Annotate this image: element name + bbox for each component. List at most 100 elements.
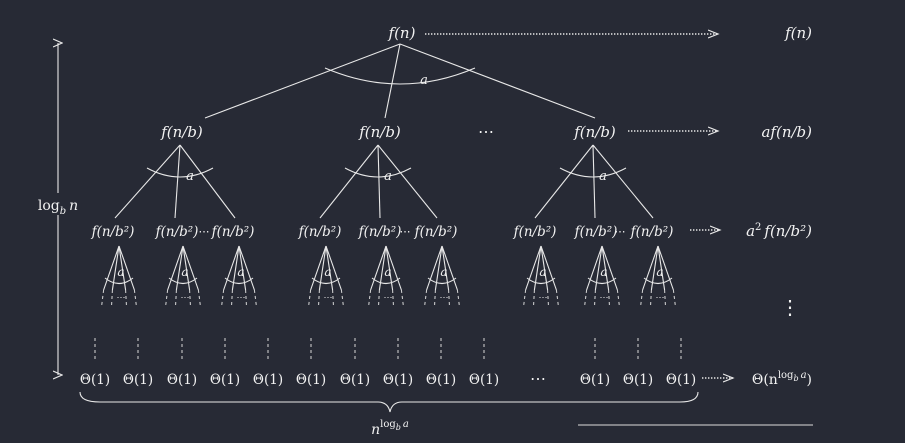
level1-branch [592, 144, 654, 219]
level2-branch-dash [584, 289, 588, 308]
level2-branch-dash [424, 289, 428, 308]
level2-branch-dash [594, 289, 596, 308]
leaf-node: Θ(1) [296, 372, 326, 388]
level2-small-dots: ⋯ [656, 293, 665, 303]
level2-branch-dash [672, 289, 676, 308]
leaf-node: Θ(1) [167, 372, 197, 388]
level1-branch [592, 144, 596, 219]
level1-branch-label: a [599, 169, 607, 184]
level2-branch-label: a [600, 265, 607, 279]
leaf-ellipsis: ⋯ [530, 369, 546, 388]
level2-branch-dash [368, 289, 372, 308]
level2-branch [642, 245, 659, 291]
level2-branch-dash [332, 289, 334, 308]
level2-branch [441, 245, 458, 291]
cost-level-1: af(n/b) [761, 123, 812, 141]
level1-node: f(n/b) [358, 123, 401, 141]
level2-branch-label: a [237, 265, 244, 279]
level2-small-dots: ⋯ [117, 293, 126, 303]
level2-mid-dots: ⋯ [400, 225, 411, 238]
level2-branch-label: a [656, 265, 663, 279]
level2-branch-dash [555, 289, 559, 308]
level2-branch-label: a [181, 265, 188, 279]
level2-node: f(n/b²) [358, 224, 402, 240]
level2-branch-dash [125, 289, 127, 308]
cost-vdots: ⋮ [780, 295, 800, 319]
level1-arc [344, 167, 412, 178]
level2-branch-dash [434, 289, 436, 308]
level1-arc [146, 167, 214, 178]
level2-arc [224, 277, 254, 285]
root-branch-label: a [420, 73, 428, 88]
level1-node: f(n/b) [160, 123, 203, 141]
level1-ellipsis: ⋯ [478, 122, 494, 141]
level2-branch [310, 245, 327, 291]
leaf-node: Θ(1) [340, 372, 370, 388]
level2-branch-dash [318, 289, 320, 308]
level2-arc [311, 277, 341, 285]
level2-branch [118, 245, 135, 291]
leaf-node: Θ(1) [580, 372, 610, 388]
level2-branch [385, 245, 402, 291]
level2-small-dots: ⋯ [440, 293, 449, 303]
level1-node: f(n/b) [573, 123, 616, 141]
level2-arc [168, 277, 198, 285]
level2-node: f(n/b²) [414, 224, 458, 240]
level2-arc [427, 277, 457, 285]
level2-branch [657, 245, 674, 291]
level2-branch-dash [308, 289, 312, 308]
leaf-node: Θ(1) [123, 372, 153, 388]
level2-branch-dash [111, 289, 113, 308]
level2-node: f(n/b²) [574, 224, 618, 240]
root-branch-left [204, 43, 401, 119]
level2-branch [540, 245, 557, 291]
level1-arc [559, 167, 627, 178]
level2-branch-dash [608, 289, 610, 308]
leaf-node: Θ(1) [426, 372, 456, 388]
root-branch-mid [384, 43, 401, 119]
level2-arc [104, 277, 134, 285]
level2-branch-dash [547, 289, 549, 308]
level1-branch [319, 144, 379, 219]
level2-branch [182, 245, 199, 291]
level2-small-dots: ⋯ [539, 293, 548, 303]
leaf-brace [79, 391, 699, 413]
level2-node: f(n/b²) [298, 224, 342, 240]
level1-branch [377, 144, 381, 219]
level2-branch-label: a [539, 265, 546, 279]
level1-branch [377, 144, 438, 219]
level2-branch-dash [378, 289, 380, 308]
level2-branch-dash [392, 289, 394, 308]
level2-branch-dash [448, 289, 450, 308]
leaf-node: Θ(1) [210, 372, 240, 388]
level2-node: f(n/b²) [630, 224, 674, 240]
level2-node: f(n/b²) [513, 224, 557, 240]
level2-node: f(n/b²) [155, 224, 199, 240]
level1-branch-label: a [384, 169, 392, 184]
level2-arc [643, 277, 673, 285]
level2-branch [167, 245, 184, 291]
level2-small-dots: ⋯ [384, 293, 393, 303]
leaf-node: Θ(1) [80, 372, 110, 388]
level1-branch [114, 144, 181, 219]
level2-branch-dash [197, 289, 201, 308]
level2-branch [601, 245, 618, 291]
level2-branch-dash [340, 289, 344, 308]
level2-node: f(n/b²) [211, 224, 255, 240]
leaf-node: Θ(1) [666, 372, 696, 388]
level2-branch-dash [245, 289, 247, 308]
level2-small-dots: ⋯ [324, 293, 333, 303]
level2-branch [525, 245, 542, 291]
level2-branch [238, 245, 255, 291]
level2-small-dots: ⋯ [600, 293, 609, 303]
leaf-node: Θ(1) [623, 372, 653, 388]
level2-branch-label: a [384, 265, 391, 279]
level2-branch-label: a [117, 265, 124, 279]
level2-branch-dash [664, 289, 666, 308]
root-arc [324, 67, 476, 85]
level2-node: f(n/b²) [91, 224, 135, 240]
level2-arc [526, 277, 556, 285]
